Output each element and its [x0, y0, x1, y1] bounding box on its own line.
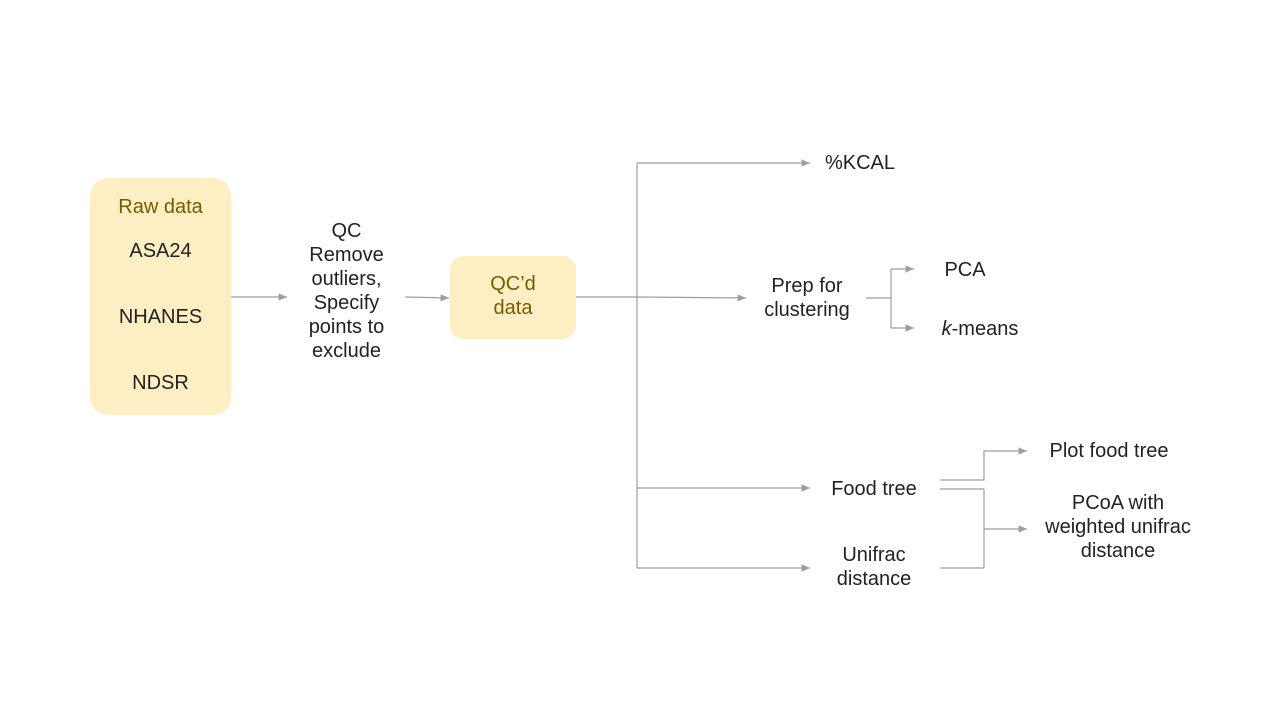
food-tree-label: Food tree — [831, 478, 917, 500]
prep-line-1: Prep for — [771, 275, 843, 297]
raw-data-box — [90, 178, 231, 415]
source-nhanes: NHANES — [118, 306, 203, 328]
kmeans-label: k-means — [930, 317, 1030, 341]
source-ndsr: NDSR — [132, 372, 189, 394]
arrow-to-prep — [636, 294, 747, 302]
qc-line-1: QC — [331, 220, 362, 242]
qc-line-2: Remove — [309, 244, 384, 266]
connector-foodtree-to-plot — [940, 447, 1027, 481]
kcal-label: %KCAL — [824, 152, 896, 174]
qcd-line-1: QC’d — [490, 273, 536, 295]
source-asa24: ASA24 — [129, 240, 192, 262]
kmeans-rest: -means — [951, 318, 1019, 340]
qc-line-5: points to — [308, 316, 385, 338]
kmeans-italic: k — [941, 318, 952, 340]
prep-clustering-label: Prep for clustering — [750, 274, 864, 322]
qcd-data-label: QC’d data — [450, 272, 576, 320]
arrow-qc-to-qcd — [404, 294, 450, 302]
plot-food-tree-label: Plot food tree — [1049, 440, 1169, 462]
qcd-data-box — [450, 256, 576, 339]
pca-label: PCA — [944, 259, 986, 281]
raw-data-title: Raw data — [118, 196, 203, 218]
unifrac-line-1: Unifrac — [842, 544, 906, 566]
pcoa-line-2: weighted unifrac — [1045, 516, 1191, 538]
qc-line-6: exclude — [312, 340, 381, 362]
qcd-line-2: data — [493, 297, 533, 319]
qc-line-4: Specify — [313, 292, 380, 314]
pcoa-label: PCoA with weighted unifrac distance — [1030, 491, 1206, 563]
unifrac-line-2: distance — [836, 568, 912, 590]
qc-line-3: outliers, — [311, 268, 382, 290]
unifrac-distance-label: Unifrac distance — [814, 543, 934, 591]
pcoa-line-1: PCoA with — [1071, 492, 1165, 514]
prep-line-2: clustering — [764, 299, 850, 321]
pcoa-line-3: distance — [1080, 540, 1156, 562]
qc-step-label: QC Remove outliers, Specify points to ex… — [290, 219, 403, 363]
